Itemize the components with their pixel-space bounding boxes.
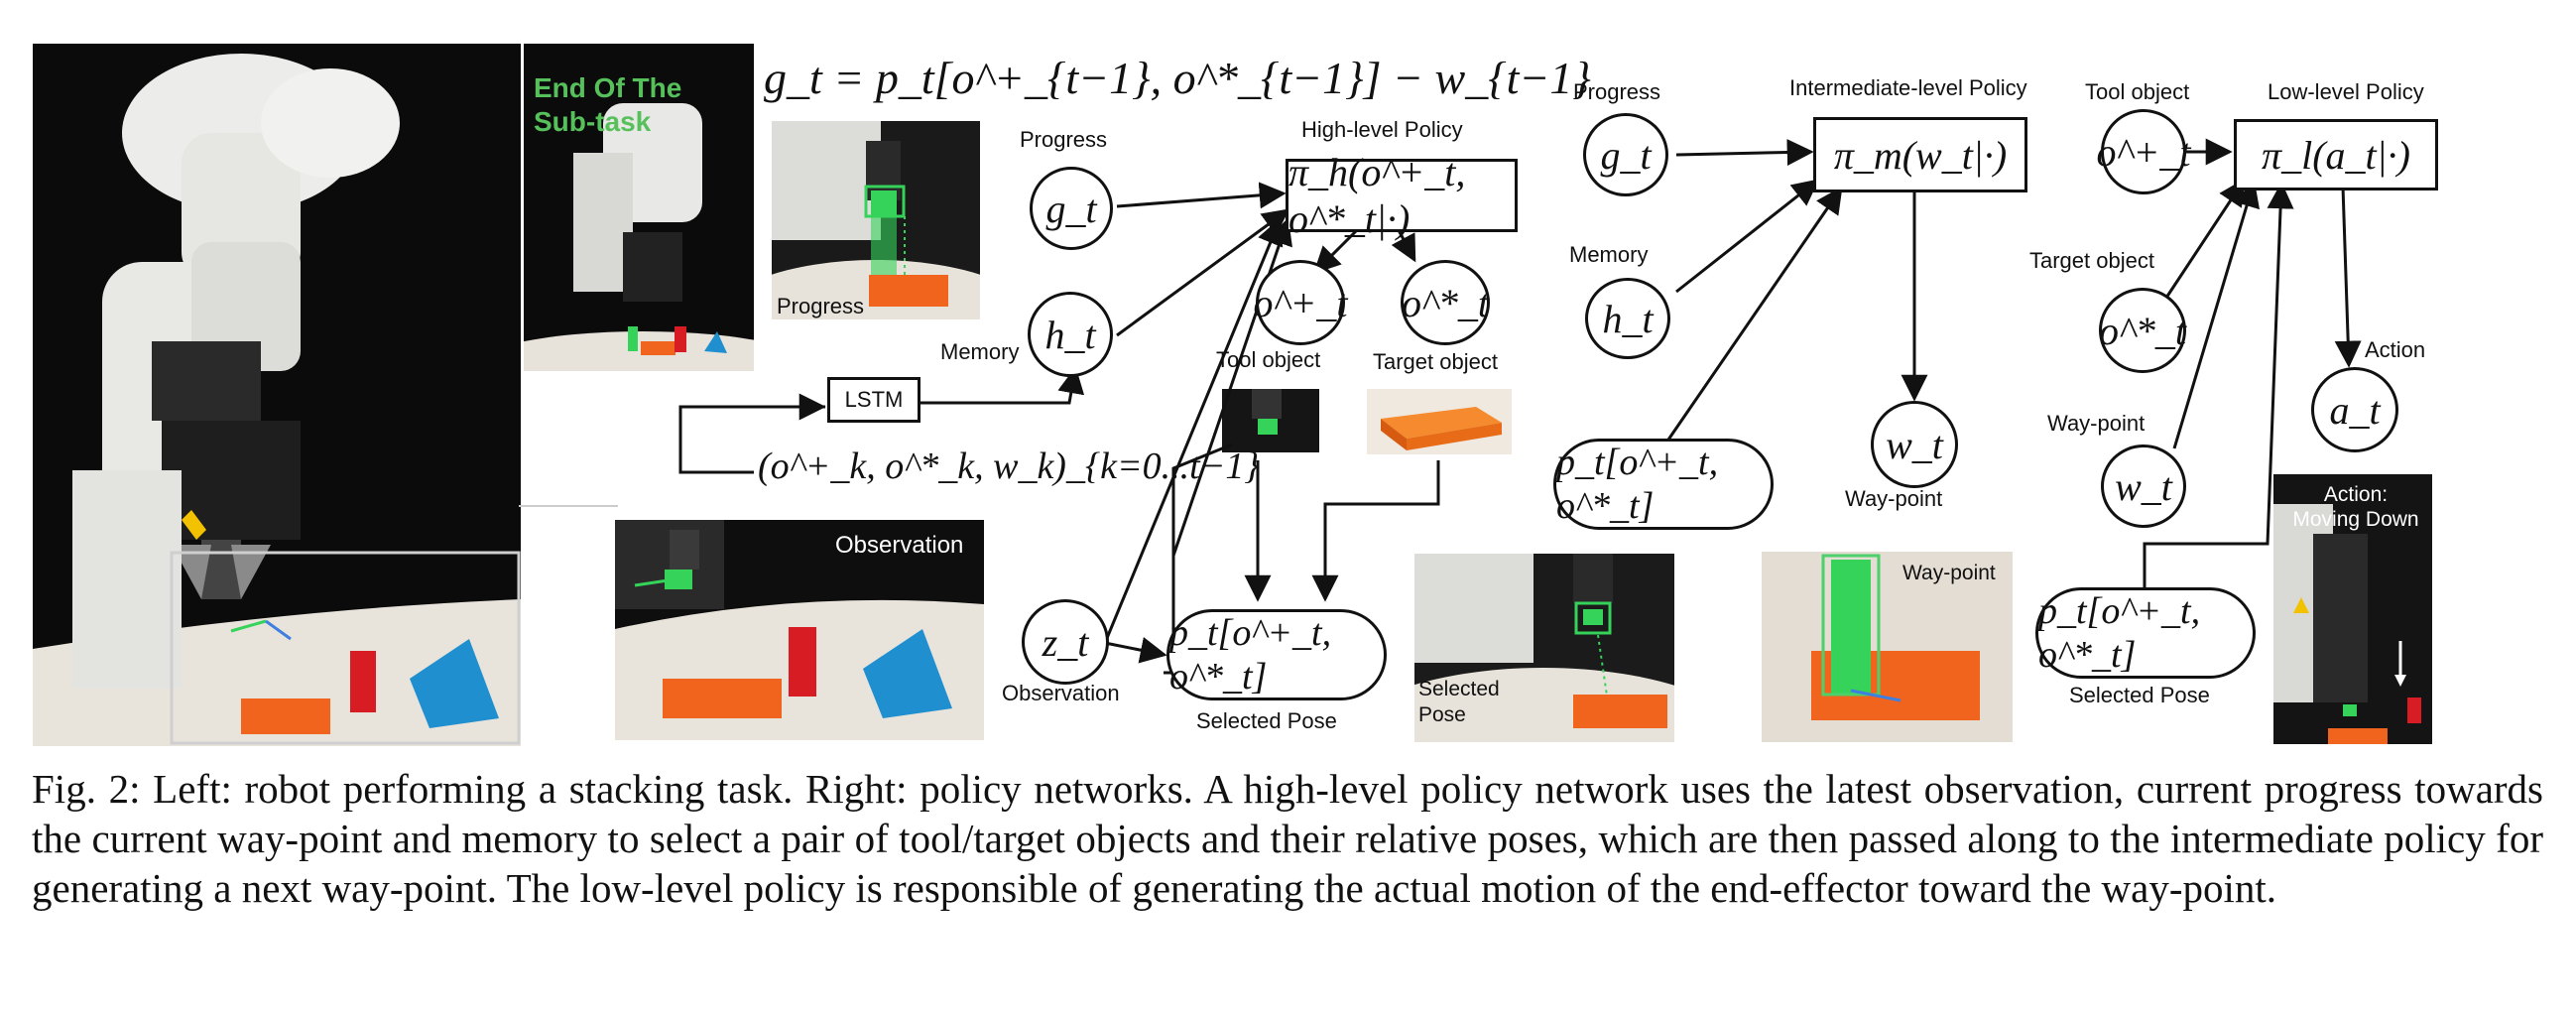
progress-photo-label: Progress (777, 294, 865, 318)
low-level-policy-box: π_l(a_t|·) (2234, 119, 2438, 190)
im-progress-label: Progress (1573, 79, 1661, 104)
observation-photo-label: Observation (835, 532, 964, 559)
hl-selected-pose-label: Selected Pose (1196, 708, 1337, 733)
action-photo-label: Action: Moving Down (2292, 483, 2419, 531)
intermediate-policy-title: Intermediate-level Policy (1789, 75, 2027, 100)
hl-memory-label: Memory (940, 339, 1020, 364)
ll-selected-pose-label: Selected Pose (2069, 683, 2210, 707)
ll-target-node: o^*_t (2099, 288, 2186, 373)
action-photo (2273, 474, 2432, 744)
hl-tool-object-label: Tool object (1216, 347, 1321, 372)
end-of-subtask-photo (524, 44, 754, 371)
selected-pose-photo (1414, 554, 1674, 742)
ll-target-object-label: Target object (2029, 248, 2154, 273)
ll-tool-node: o^+_t (2097, 109, 2191, 194)
hl-target-node: o^*_t (1401, 260, 1490, 345)
figure-caption: Fig. 2: Left: robot performing a stackin… (32, 766, 2543, 911)
end-of-subtask-label: End Of The Sub-task (534, 72, 682, 137)
hl-observation-label: Observation (1002, 681, 1120, 705)
im-waypoint-label: Way-point (1845, 486, 1943, 511)
ll-selected-pose-node: p_t[o^+_t, o^*_t] (2035, 587, 2256, 679)
progress-equation: g_t = p_t[o^+_{t−1}, o^*_{t−1}] − w_{t−1… (764, 53, 1591, 103)
waypoint-photo-label: Way-point (1902, 562, 1996, 584)
im-memory-node: h_t (1585, 278, 1670, 359)
high-level-policy-title: High-level Policy (1301, 117, 1463, 142)
memory-sequence: (o^+_k, o^*_k, w_k)_{k=0...t−1} (758, 445, 1260, 487)
hl-target-object-label: Target object (1373, 349, 1498, 374)
high-level-policy-box: π_h(o^+_t, o^*_t|·) (1286, 150, 1518, 241)
hl-progress-node: g_t (1030, 167, 1113, 250)
ll-action-node: a_t (2311, 367, 2398, 452)
observation-photo (615, 520, 984, 740)
im-waypoint-node: w_t (1871, 401, 1958, 488)
im-selected-pose-node: p_t[o^+_t, o^*_t] (1553, 439, 1774, 530)
ll-waypoint-label: Way-point (2047, 411, 2146, 436)
ll-waypoint-node: w_t (2101, 444, 2186, 528)
progress-photo (772, 121, 980, 319)
lstm-box: LSTM (827, 377, 920, 423)
hl-selected-pose-node: p_t[o^+_t, o^*_t] (1166, 609, 1387, 700)
intermediate-policy-box: π_m(w_t|·) (1813, 117, 2027, 192)
hl-tool-node: o^+_t (1254, 260, 1348, 345)
waypoint-photo (1762, 552, 2013, 742)
tool-object-thumbnail (1222, 389, 1319, 452)
hl-memory-node: h_t (1028, 292, 1113, 377)
selected-pose-photo-label: Selected Pose (1418, 678, 1500, 726)
target-object-thumbnail (1367, 389, 1512, 454)
ll-action-label: Action (2365, 337, 2426, 362)
robot-main-photo (33, 44, 521, 746)
im-progress-node: g_t (1583, 113, 1668, 196)
ll-tool-object-label: Tool object (2085, 79, 2190, 104)
im-memory-label: Memory (1569, 242, 1649, 267)
hl-progress-label: Progress (1020, 127, 1108, 152)
zoom-connector-top (519, 505, 618, 507)
low-level-policy-title: Low-level Policy (2268, 79, 2424, 104)
observation-node: z_t (1022, 599, 1109, 685)
